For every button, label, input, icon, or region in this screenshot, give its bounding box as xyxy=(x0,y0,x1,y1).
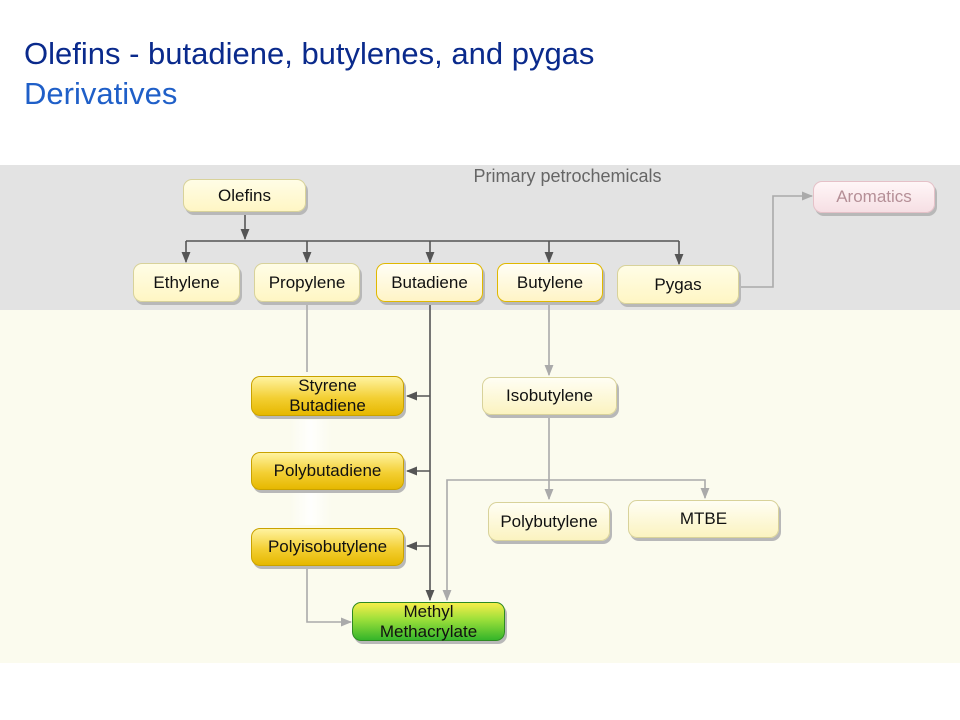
node-polybutadiene[interactable]: Polybutadiene xyxy=(251,452,404,490)
slide-title: Olefins - butadiene, butylenes, and pyga… xyxy=(24,36,595,71)
node-pygas[interactable]: Pygas xyxy=(617,265,739,304)
band-label: Primary petrochemicals xyxy=(473,166,662,186)
connector-polyisobutylene-mma xyxy=(306,568,353,627)
node-ethylene[interactable]: Ethylene xyxy=(133,263,240,302)
connector-to-mtbe xyxy=(442,479,549,602)
node-methyl-methacrylate[interactable]: Methyl Methacrylate xyxy=(352,602,505,641)
node-butylene[interactable]: Butylene xyxy=(497,263,603,302)
node-mtbe[interactable]: MTBE xyxy=(628,500,779,538)
node-propylene[interactable]: Propylene xyxy=(254,263,360,302)
node-butadiene[interactable]: Butadiene xyxy=(376,263,483,302)
connector-pygas-aromatics xyxy=(740,191,814,288)
node-aromatics[interactable]: Aromatics xyxy=(813,181,935,213)
node-styrene-butadiene[interactable]: Styrene Butadiene xyxy=(251,376,404,416)
node-isobutylene[interactable]: Isobutylene xyxy=(482,377,617,415)
slide-subtitle: Derivatives xyxy=(24,76,178,111)
node-polybutylene[interactable]: Polybutylene xyxy=(488,502,610,541)
connector-isobutylene-mtbe xyxy=(549,479,710,500)
node-polyisobutylene[interactable]: Polyisobutylene xyxy=(251,528,404,566)
node-olefins[interactable]: Olefins xyxy=(183,179,306,212)
